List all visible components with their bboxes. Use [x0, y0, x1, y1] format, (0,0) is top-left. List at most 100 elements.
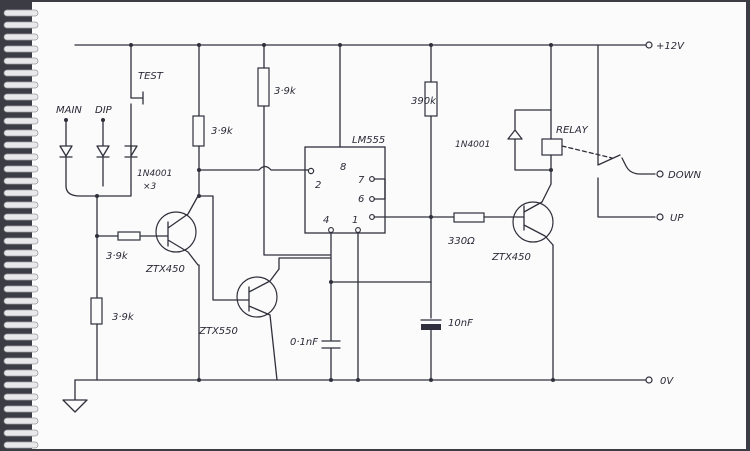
pin7-pin6-bridge — [373, 178, 386, 200]
input-diode-test — [124, 145, 138, 187]
trigger-wire — [198, 165, 309, 171]
relay-label: RELAY — [556, 125, 589, 136]
transistor-q2 — [236, 268, 280, 381]
output-resistor-label: 330Ω — [448, 236, 475, 247]
capacitor-control — [321, 340, 341, 381]
output-pin-terminal — [369, 214, 375, 220]
binding-loop — [3, 249, 39, 257]
input-diode-count-label: ×3 — [143, 182, 157, 192]
spiral-binding — [3, 9, 39, 449]
binding-loop — [3, 189, 39, 197]
binding-loop — [3, 9, 39, 17]
binding-loop — [3, 381, 39, 389]
transistor-q1 — [155, 195, 199, 266]
binding-loop — [3, 177, 39, 185]
binding-loop — [3, 429, 39, 437]
binding-loop — [3, 417, 39, 425]
pin1-label: 1 — [352, 215, 358, 226]
binding-loop — [3, 213, 39, 221]
series-resistor — [117, 231, 141, 241]
relay-rail-node — [549, 43, 553, 47]
binding-loop — [3, 117, 39, 125]
timing-rail-node — [429, 43, 433, 47]
ground-rail-label: 0V — [660, 376, 674, 387]
up-label: UP — [670, 213, 684, 224]
binding-loop — [3, 33, 39, 41]
down-terminal — [656, 170, 664, 178]
pullup-resistor-label: 3·9k — [211, 126, 234, 137]
relay-up-contact — [597, 177, 656, 218]
binding-loop — [3, 273, 39, 281]
input-diode-dip — [96, 119, 110, 187]
capacitor-timing — [420, 319, 442, 381]
binding-loop — [3, 21, 39, 29]
pin4-label: 4 — [323, 215, 329, 226]
transistor-q3 — [511, 183, 554, 246]
pullup-rail-node — [197, 43, 201, 47]
binding-loop — [3, 297, 39, 305]
binding-loop — [3, 45, 39, 53]
down-label: DOWN — [668, 170, 701, 181]
input-diode-type-label: 1N4001 — [137, 169, 172, 179]
test-switch-symbol — [130, 91, 144, 105]
pin2-label: 2 — [315, 180, 321, 191]
binding-loop — [3, 69, 39, 77]
binding-loop — [3, 165, 39, 173]
binding-loop — [3, 441, 39, 449]
binding-loop — [3, 321, 39, 329]
dip-input-node — [101, 118, 105, 122]
binding-loop — [3, 105, 39, 113]
timing-ground-node — [429, 378, 433, 382]
binding-loop — [3, 345, 39, 353]
pin8-rail-node — [338, 43, 342, 47]
binding-loop — [3, 141, 39, 149]
ground-symbol — [62, 379, 88, 413]
binding-loop — [3, 333, 39, 341]
binding-loop — [3, 57, 39, 65]
lm555-label: LM555 — [352, 135, 385, 146]
binding-loop — [3, 93, 39, 101]
pin2-terminal — [307, 167, 315, 175]
test-switch-label: TEST — [138, 71, 164, 82]
relay-coil — [541, 138, 563, 156]
pin8-label: 8 — [340, 162, 346, 173]
binding-loop — [3, 369, 39, 377]
q2-label: ZTX550 — [198, 326, 238, 337]
paper-sheet — [32, 2, 746, 449]
q3-ground-node — [551, 378, 555, 382]
pin7-label: 7 — [358, 175, 365, 186]
q2-base-wire — [198, 195, 239, 301]
q1-ground-node — [197, 378, 201, 382]
cap-ground-node — [329, 378, 333, 382]
q2-collector-wire — [263, 105, 331, 270]
binding-loop — [3, 393, 39, 401]
bias-resistor-label: 3·9k — [112, 312, 135, 323]
trigger-resistor-label: 3·9k — [274, 86, 297, 97]
timing-resistor-label: 390k — [411, 96, 437, 107]
binding-loop — [3, 357, 39, 365]
binding-loop — [3, 309, 39, 317]
flyback-diode — [507, 109, 552, 171]
timing-capacitor-label: 10nF — [448, 318, 473, 329]
diode-join-wire — [65, 185, 132, 197]
binding-loop — [3, 237, 39, 245]
q1-label: ZTX450 — [145, 264, 185, 275]
binding-loop — [3, 285, 39, 293]
ground-rail-terminal — [645, 376, 653, 384]
output-resistor — [453, 212, 485, 223]
q3-label: ZTX450 — [491, 252, 531, 263]
binding-loop — [3, 261, 39, 269]
binding-loop — [3, 81, 39, 89]
positive-rail-label: +12V — [656, 41, 685, 52]
binding-loop — [3, 225, 39, 233]
reset-node — [329, 280, 333, 284]
binding-loop — [3, 201, 39, 209]
flyback-diode-label: 1N4001 — [455, 140, 490, 150]
input-diode-main — [59, 119, 73, 187]
coil-lower-node — [549, 168, 553, 172]
dip-input-label: DIP — [95, 105, 113, 116]
control-capacitor-label: 0·1nF — [290, 337, 318, 348]
relay-down-contact — [621, 157, 656, 175]
